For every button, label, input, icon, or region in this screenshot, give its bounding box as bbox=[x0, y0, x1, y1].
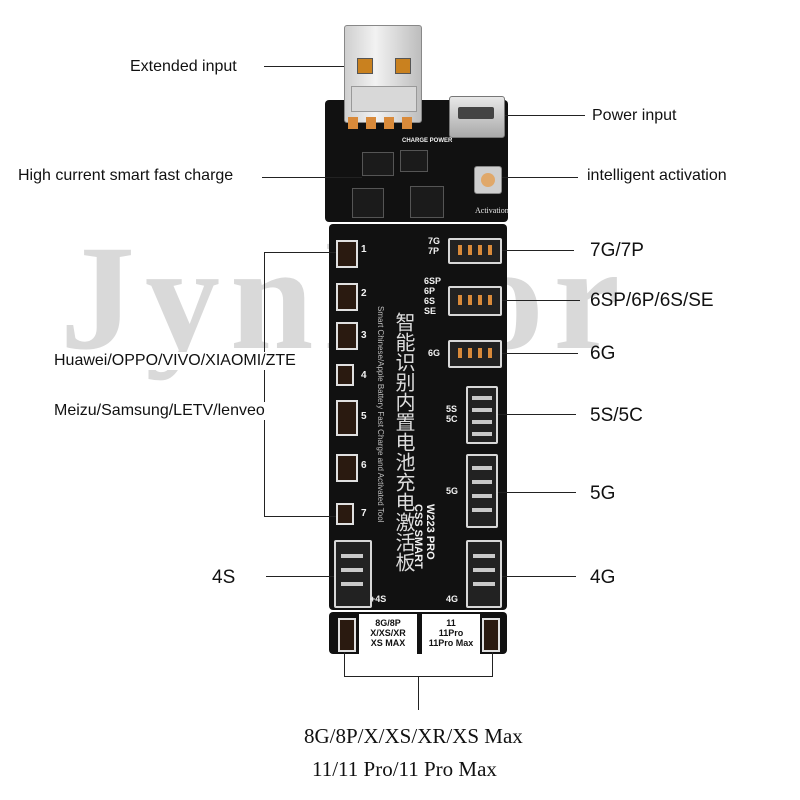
box-right-line-2: 11Pro bbox=[438, 628, 464, 638]
leader-5g bbox=[494, 492, 576, 493]
callout-6g: 6G bbox=[590, 343, 616, 364]
box-right-line-3: 11Pro Max bbox=[428, 638, 474, 648]
bracket-left-vertical bbox=[264, 252, 265, 517]
chip-u4 bbox=[400, 150, 428, 172]
leader-high-current bbox=[262, 177, 362, 178]
callout-6sp: 6SP/6P/6S/SE bbox=[590, 290, 714, 311]
micro-usb-port bbox=[449, 96, 505, 138]
callout-4g: 4G bbox=[590, 567, 616, 588]
callout-extended-input: Extended input bbox=[130, 58, 237, 75]
callout-5g: 5G bbox=[590, 483, 616, 504]
connector-7g bbox=[448, 238, 502, 264]
bracket-bottom-right bbox=[492, 648, 493, 676]
leader-5s bbox=[494, 414, 576, 415]
chip-u3 bbox=[410, 186, 444, 218]
label-4g: 4G bbox=[446, 594, 459, 604]
bracket-left-top bbox=[264, 252, 336, 253]
label-6sp: 6SP bbox=[424, 276, 442, 286]
slot-number-4: 4 bbox=[361, 370, 367, 381]
leader-extended-input bbox=[264, 66, 344, 67]
box-left-line-1: 8G/8P bbox=[375, 618, 401, 628]
slot-number-3: 3 bbox=[361, 330, 367, 341]
callout-power-input: Power input bbox=[592, 107, 677, 124]
charge-power-label: CHARGE POWER bbox=[402, 138, 453, 144]
label-6s: 6S bbox=[424, 296, 436, 306]
slot-number-6: 6 bbox=[361, 460, 367, 471]
box-left-line-3: XS MAX bbox=[370, 638, 406, 648]
slot-number-7: 7 bbox=[361, 508, 367, 519]
leader-intelligent-activation bbox=[500, 177, 578, 178]
callout-intelligent-activation: intelligent activation bbox=[587, 167, 727, 184]
activation-button[interactable] bbox=[474, 166, 502, 194]
slot-number-1: 1 bbox=[361, 244, 367, 255]
slot-connector-4 bbox=[336, 364, 354, 386]
leader-6g bbox=[498, 353, 578, 354]
slot-connector-1 bbox=[336, 240, 358, 268]
bottom-caption-line-2: 11/11 Pro/11 Pro Max bbox=[312, 757, 497, 781]
box-right-line-1: 11 bbox=[446, 618, 456, 628]
usb-plug bbox=[344, 25, 422, 123]
slot-number-5: 5 bbox=[361, 411, 367, 422]
callout-meizu-group: Meizu/Samsung/LETV/lenveo bbox=[52, 402, 267, 420]
label-se: SE bbox=[424, 306, 437, 316]
leader-6sp bbox=[498, 300, 580, 301]
chip-u2 bbox=[352, 188, 384, 218]
callout-7g: 7G/7P bbox=[590, 240, 644, 261]
slot-number-2: 2 bbox=[361, 288, 367, 299]
board-model-2: CSS SMART bbox=[412, 504, 424, 569]
bracket-left-bottom bbox=[264, 516, 336, 517]
label-4s: +4S bbox=[370, 594, 387, 604]
connector-4s bbox=[334, 540, 372, 608]
chip-u1 bbox=[362, 152, 394, 176]
leader-4s bbox=[266, 576, 334, 577]
connector-8g-x bbox=[338, 618, 356, 652]
connector-11 bbox=[482, 618, 500, 652]
leader-4g bbox=[498, 576, 576, 577]
leader-7g bbox=[498, 250, 574, 251]
callout-high-current: High current smart fast charge bbox=[18, 167, 234, 184]
connector-5s bbox=[466, 386, 498, 444]
activation-label: Activation bbox=[475, 206, 509, 215]
label-7p: 7P bbox=[428, 246, 440, 256]
label-6p: 6P bbox=[424, 286, 436, 296]
box-left-line-2: X/XS/XR bbox=[370, 628, 406, 638]
label-6g: 6G bbox=[428, 348, 441, 358]
callout-huawei-group: Huawei/OPPO/VIVO/XIAOMI/ZTE bbox=[52, 352, 298, 370]
connector-6g bbox=[448, 340, 502, 368]
slot-connector-7 bbox=[336, 503, 354, 525]
slot-connector-6 bbox=[336, 454, 358, 482]
label-5c: 5C bbox=[446, 414, 458, 424]
label-5g: 5G bbox=[446, 486, 459, 496]
connector-5g bbox=[466, 454, 498, 528]
leader-power-input bbox=[503, 115, 585, 116]
slot-connector-2 bbox=[336, 283, 358, 311]
slot-connector-5 bbox=[336, 400, 358, 436]
callout-4s: 4S bbox=[212, 567, 236, 588]
board-chinese-title: 智能识别内置电池充电激活板 bbox=[392, 312, 414, 572]
slot-connector-3 bbox=[336, 322, 358, 350]
bottom-label-box-right: 11 11Pro 11Pro Max bbox=[422, 614, 480, 654]
callout-5s: 5S/5C bbox=[590, 405, 643, 426]
bottom-caption-line-1: 8G/8P/X/XS/XR/XS Max bbox=[304, 724, 523, 748]
bracket-bottom-left bbox=[344, 648, 345, 676]
connector-6sp bbox=[448, 286, 502, 316]
board-model: W223 PRO bbox=[424, 504, 436, 560]
label-7g: 7G bbox=[428, 236, 441, 246]
bottom-label-box-left: 8G/8P X/XS/XR XS MAX bbox=[359, 614, 417, 654]
label-5s: 5S bbox=[446, 404, 458, 414]
bracket-bottom-stem bbox=[418, 676, 419, 710]
board-english-subtitle: Smart Chinese/Apple Battery Fast Charge … bbox=[376, 306, 385, 523]
connector-4g bbox=[466, 540, 502, 608]
